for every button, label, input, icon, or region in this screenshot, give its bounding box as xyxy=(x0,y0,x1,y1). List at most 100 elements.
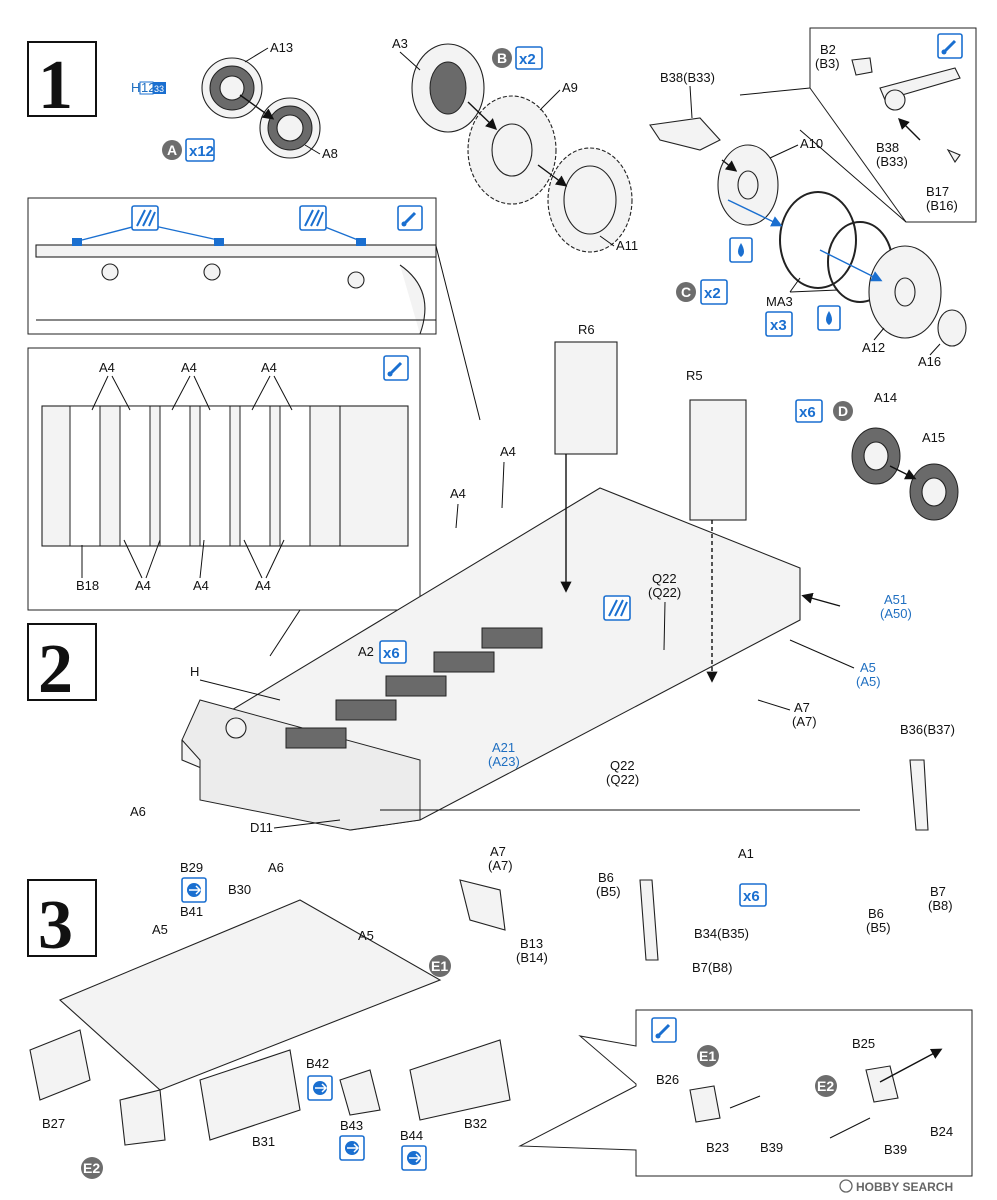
label-a50: (A50) xyxy=(880,606,912,621)
svg-text:x2: x2 xyxy=(519,51,536,68)
qty-a-badge xyxy=(185,138,215,162)
part-b13 xyxy=(459,879,506,931)
label-b26: B26 xyxy=(656,1072,679,1087)
part-r6 xyxy=(554,341,618,455)
label-b8-right: (B8) xyxy=(928,898,953,913)
label-b31: B31 xyxy=(252,1134,275,1149)
label-a13: A13 xyxy=(270,40,293,55)
final-drive-assembly xyxy=(29,899,511,1146)
label-a5-s3a: A5 xyxy=(152,922,168,937)
step-2-number: 2 xyxy=(38,631,73,708)
svg-text:x6: x6 xyxy=(743,888,760,905)
label-ma3: MA3 xyxy=(766,294,793,309)
watermark-text: HOBBY SEARCH xyxy=(856,1180,953,1194)
label-b5-mid: (B5) xyxy=(596,884,621,899)
label-a9: A9 xyxy=(562,80,578,95)
label-b6-right: B6 xyxy=(868,906,884,921)
svg-text:x6: x6 xyxy=(799,404,816,421)
glue-icon xyxy=(937,33,963,59)
label-a2: A2 xyxy=(358,644,374,659)
rotate-icon xyxy=(307,1075,333,1101)
svg-text:12: 12 xyxy=(141,80,155,95)
label-b39-b: B39 xyxy=(884,1142,907,1157)
label-a21: A21 xyxy=(492,740,515,755)
qty-a2-badge xyxy=(379,640,407,664)
svg-text:x12: x12 xyxy=(189,143,214,160)
svg-text:B: B xyxy=(497,50,507,66)
label-r6: R6 xyxy=(578,322,595,337)
label-b13: B13 xyxy=(520,936,543,951)
label-b34-b35: B34(B35) xyxy=(694,926,749,941)
label-a16: A16 xyxy=(918,354,941,369)
hull-underside-inset xyxy=(27,347,421,611)
label-b42: B42 xyxy=(306,1056,329,1071)
part-r5 xyxy=(689,399,747,521)
step-1-number: 1 xyxy=(38,47,73,124)
label-b5-right: (B5) xyxy=(866,920,891,935)
wheel-d-assembly xyxy=(851,427,959,521)
label-h: H xyxy=(190,664,199,679)
subassembly-a-marker xyxy=(162,140,182,160)
label-d11: D11 xyxy=(250,820,273,835)
label-a7-right: A7 xyxy=(794,700,810,715)
label-b41: B41 xyxy=(180,904,203,919)
svg-text:C: C xyxy=(681,284,691,300)
label-b16: (B16) xyxy=(926,198,958,213)
label-q22-top: Q22 xyxy=(652,571,677,586)
label-b17: B17 xyxy=(926,184,949,199)
cement-icon xyxy=(299,205,327,231)
qty-b-badge xyxy=(515,46,543,70)
label-b25: B25 xyxy=(852,1036,875,1051)
label-a4-bot-1: A4 xyxy=(135,578,151,593)
label-a7-mid-paren: (A7) xyxy=(488,858,513,873)
cement-icon xyxy=(131,205,159,231)
svg-text:D: D xyxy=(838,403,848,419)
svg-text:E2: E2 xyxy=(83,1160,100,1176)
label-b38: B38 xyxy=(876,140,899,155)
label-a4-top-3: A4 xyxy=(261,360,277,375)
label-b2: B2 xyxy=(820,42,836,57)
svg-text:E2: E2 xyxy=(817,1078,834,1094)
label-b43: B43 xyxy=(340,1118,363,1133)
rotate-icon xyxy=(339,1135,365,1161)
label-r5: R5 xyxy=(686,368,703,383)
cement-icon xyxy=(603,595,631,621)
qty-c-badge xyxy=(700,279,728,305)
qty-ma3-badge xyxy=(765,311,793,337)
idler-arm-inset xyxy=(739,27,977,223)
glue-icon xyxy=(397,205,423,231)
sprocket-b-assembly xyxy=(411,43,633,253)
label-b44: B44 xyxy=(400,1128,423,1143)
e1-e2-detail-inset xyxy=(518,1009,973,1177)
label-a6-top: A6 xyxy=(130,804,146,819)
label-a6-mid: A6 xyxy=(268,860,284,875)
label-b27: B27 xyxy=(42,1116,65,1131)
inset-e2-marker xyxy=(815,1075,837,1097)
subassembly-e1-marker xyxy=(429,955,451,977)
hobby-search-logo: HOBBY SEARCH xyxy=(839,1179,953,1194)
label-a4-bot-3: A4 xyxy=(255,578,271,593)
drip-glue-icon xyxy=(729,237,753,263)
lower-hull-h xyxy=(181,487,860,831)
svg-text:x3: x3 xyxy=(770,317,787,334)
label-a4-hull-1: A4 xyxy=(500,444,516,459)
hull-code-tag: H 12 33 xyxy=(131,80,166,95)
subassembly-c-marker xyxy=(676,282,696,302)
label-b7-b8: B7(B8) xyxy=(692,960,732,975)
rotate-icon xyxy=(181,877,207,903)
step-1-box xyxy=(27,41,97,117)
label-a4-hull-2: A4 xyxy=(450,486,466,501)
label-b29: B29 xyxy=(180,860,203,875)
label-b36-b37: B36(B37) xyxy=(900,722,955,737)
label-b30: B30 xyxy=(228,882,251,897)
hull-top-inset xyxy=(27,197,437,335)
svg-text:x2: x2 xyxy=(704,285,721,302)
label-a12: A12 xyxy=(862,340,885,355)
label-a5-blue: A5 xyxy=(860,660,876,675)
label-a3: A3 xyxy=(392,36,408,51)
label-b39-a: B39 xyxy=(760,1140,783,1155)
label-a1: A1 xyxy=(738,846,754,861)
label-b6-mid: B6 xyxy=(598,870,614,885)
label-a5-blue-paren: (A5) xyxy=(856,674,881,689)
step-3-number: 3 xyxy=(38,887,73,964)
